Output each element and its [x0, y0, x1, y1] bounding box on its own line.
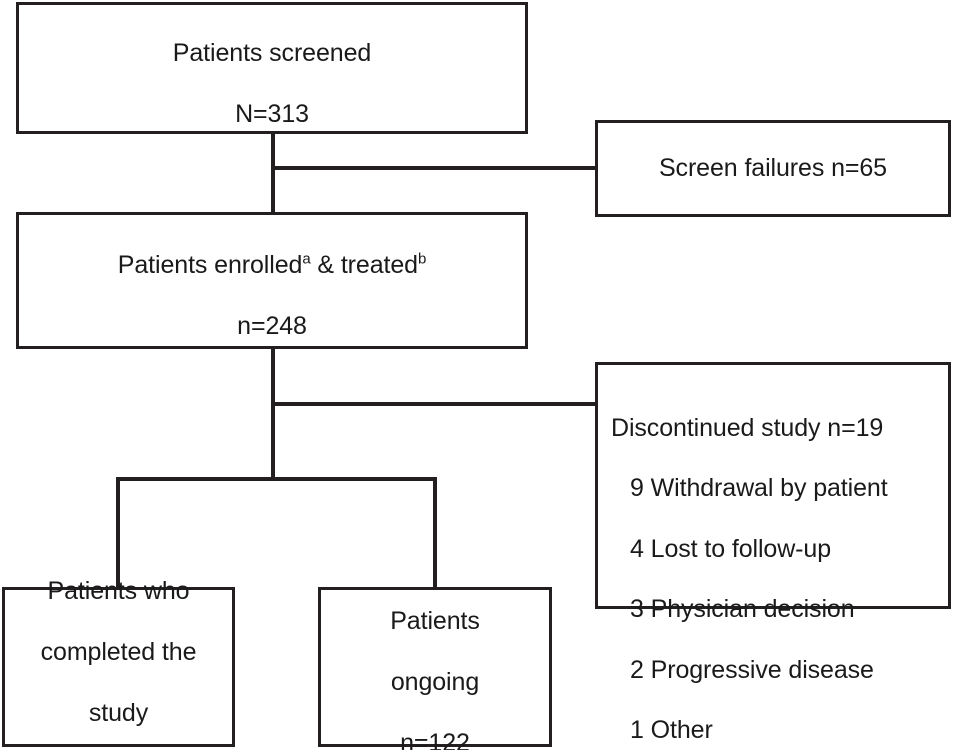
connector-to-completed: [116, 477, 120, 589]
discontinued-reason-withdrawal: 9 Withdrawal by patient: [630, 474, 888, 502]
discontinued-reason-other: 1 Other: [630, 716, 713, 744]
node-patients-completed: Patients who completed the study n=107: [2, 577, 235, 747]
node-enrolled-label-part2: & treated: [310, 251, 418, 279]
node-screen-failures: Screen failures n=65: [595, 120, 951, 217]
node-enrolled-label-part1: Patients enrolled: [117, 251, 303, 279]
discontinued-reason-physician-decision: 3 Physician decision: [630, 595, 855, 623]
node-patients-completed-text: Patients who completed the study n=107: [41, 545, 197, 750]
node-screen-failures-text: Screen failures n=65: [658, 154, 887, 183]
connector-to-screen-failures: [271, 166, 597, 170]
discontinued-reason-progressive-disease: 2 Progressive disease: [630, 655, 874, 684]
node-patients-ongoing: Patients ongoing n=122: [318, 587, 552, 750]
node-patients-screened-text: Patients screened N=313: [172, 7, 372, 129]
connector-split-bar: [116, 477, 437, 481]
node-patients-enrolled-treated: Patients enrolleda & treatedb n=248: [16, 212, 528, 349]
discontinued-header: Discontinued study n=19: [611, 413, 884, 442]
footnote-marker-a: a: [302, 250, 311, 268]
connector-to-ongoing: [433, 477, 437, 589]
node-completed-line1: Patients who: [47, 576, 190, 605]
node-enrolled-count: n=248: [237, 312, 307, 340]
connector-screened-to-enrolled: [271, 133, 275, 213]
connector-enrolled-to-split: [271, 347, 275, 480]
node-ongoing-count: n=122: [400, 729, 470, 750]
node-discontinued-study-text: Discontinued study n=19 9 Withdrawal by …: [611, 382, 888, 750]
node-ongoing-line2: ongoing: [390, 668, 480, 696]
node-discontinued-study: Discontinued study n=19 9 Withdrawal by …: [595, 362, 951, 744]
node-patients-enrolled-treated-text: Patients enrolleda & treatedb n=248: [117, 220, 427, 342]
node-ongoing-line1: Patients: [390, 607, 480, 635]
node-patients-ongoing-text: Patients ongoing n=122: [390, 576, 480, 750]
node-patients-screened: Patients screened N=313: [16, 2, 528, 134]
connector-to-discontinued: [271, 402, 597, 406]
node-completed-line3: study: [88, 698, 149, 727]
discontinued-reason-lost-to-followup: 4 Lost to follow-up: [630, 534, 831, 563]
node-completed-line2: completed the: [40, 637, 197, 666]
node-patients-screened-count: N=313: [235, 99, 309, 128]
node-patients-screened-line1: Patients screened: [172, 38, 372, 67]
footnote-marker-b: b: [417, 250, 427, 268]
